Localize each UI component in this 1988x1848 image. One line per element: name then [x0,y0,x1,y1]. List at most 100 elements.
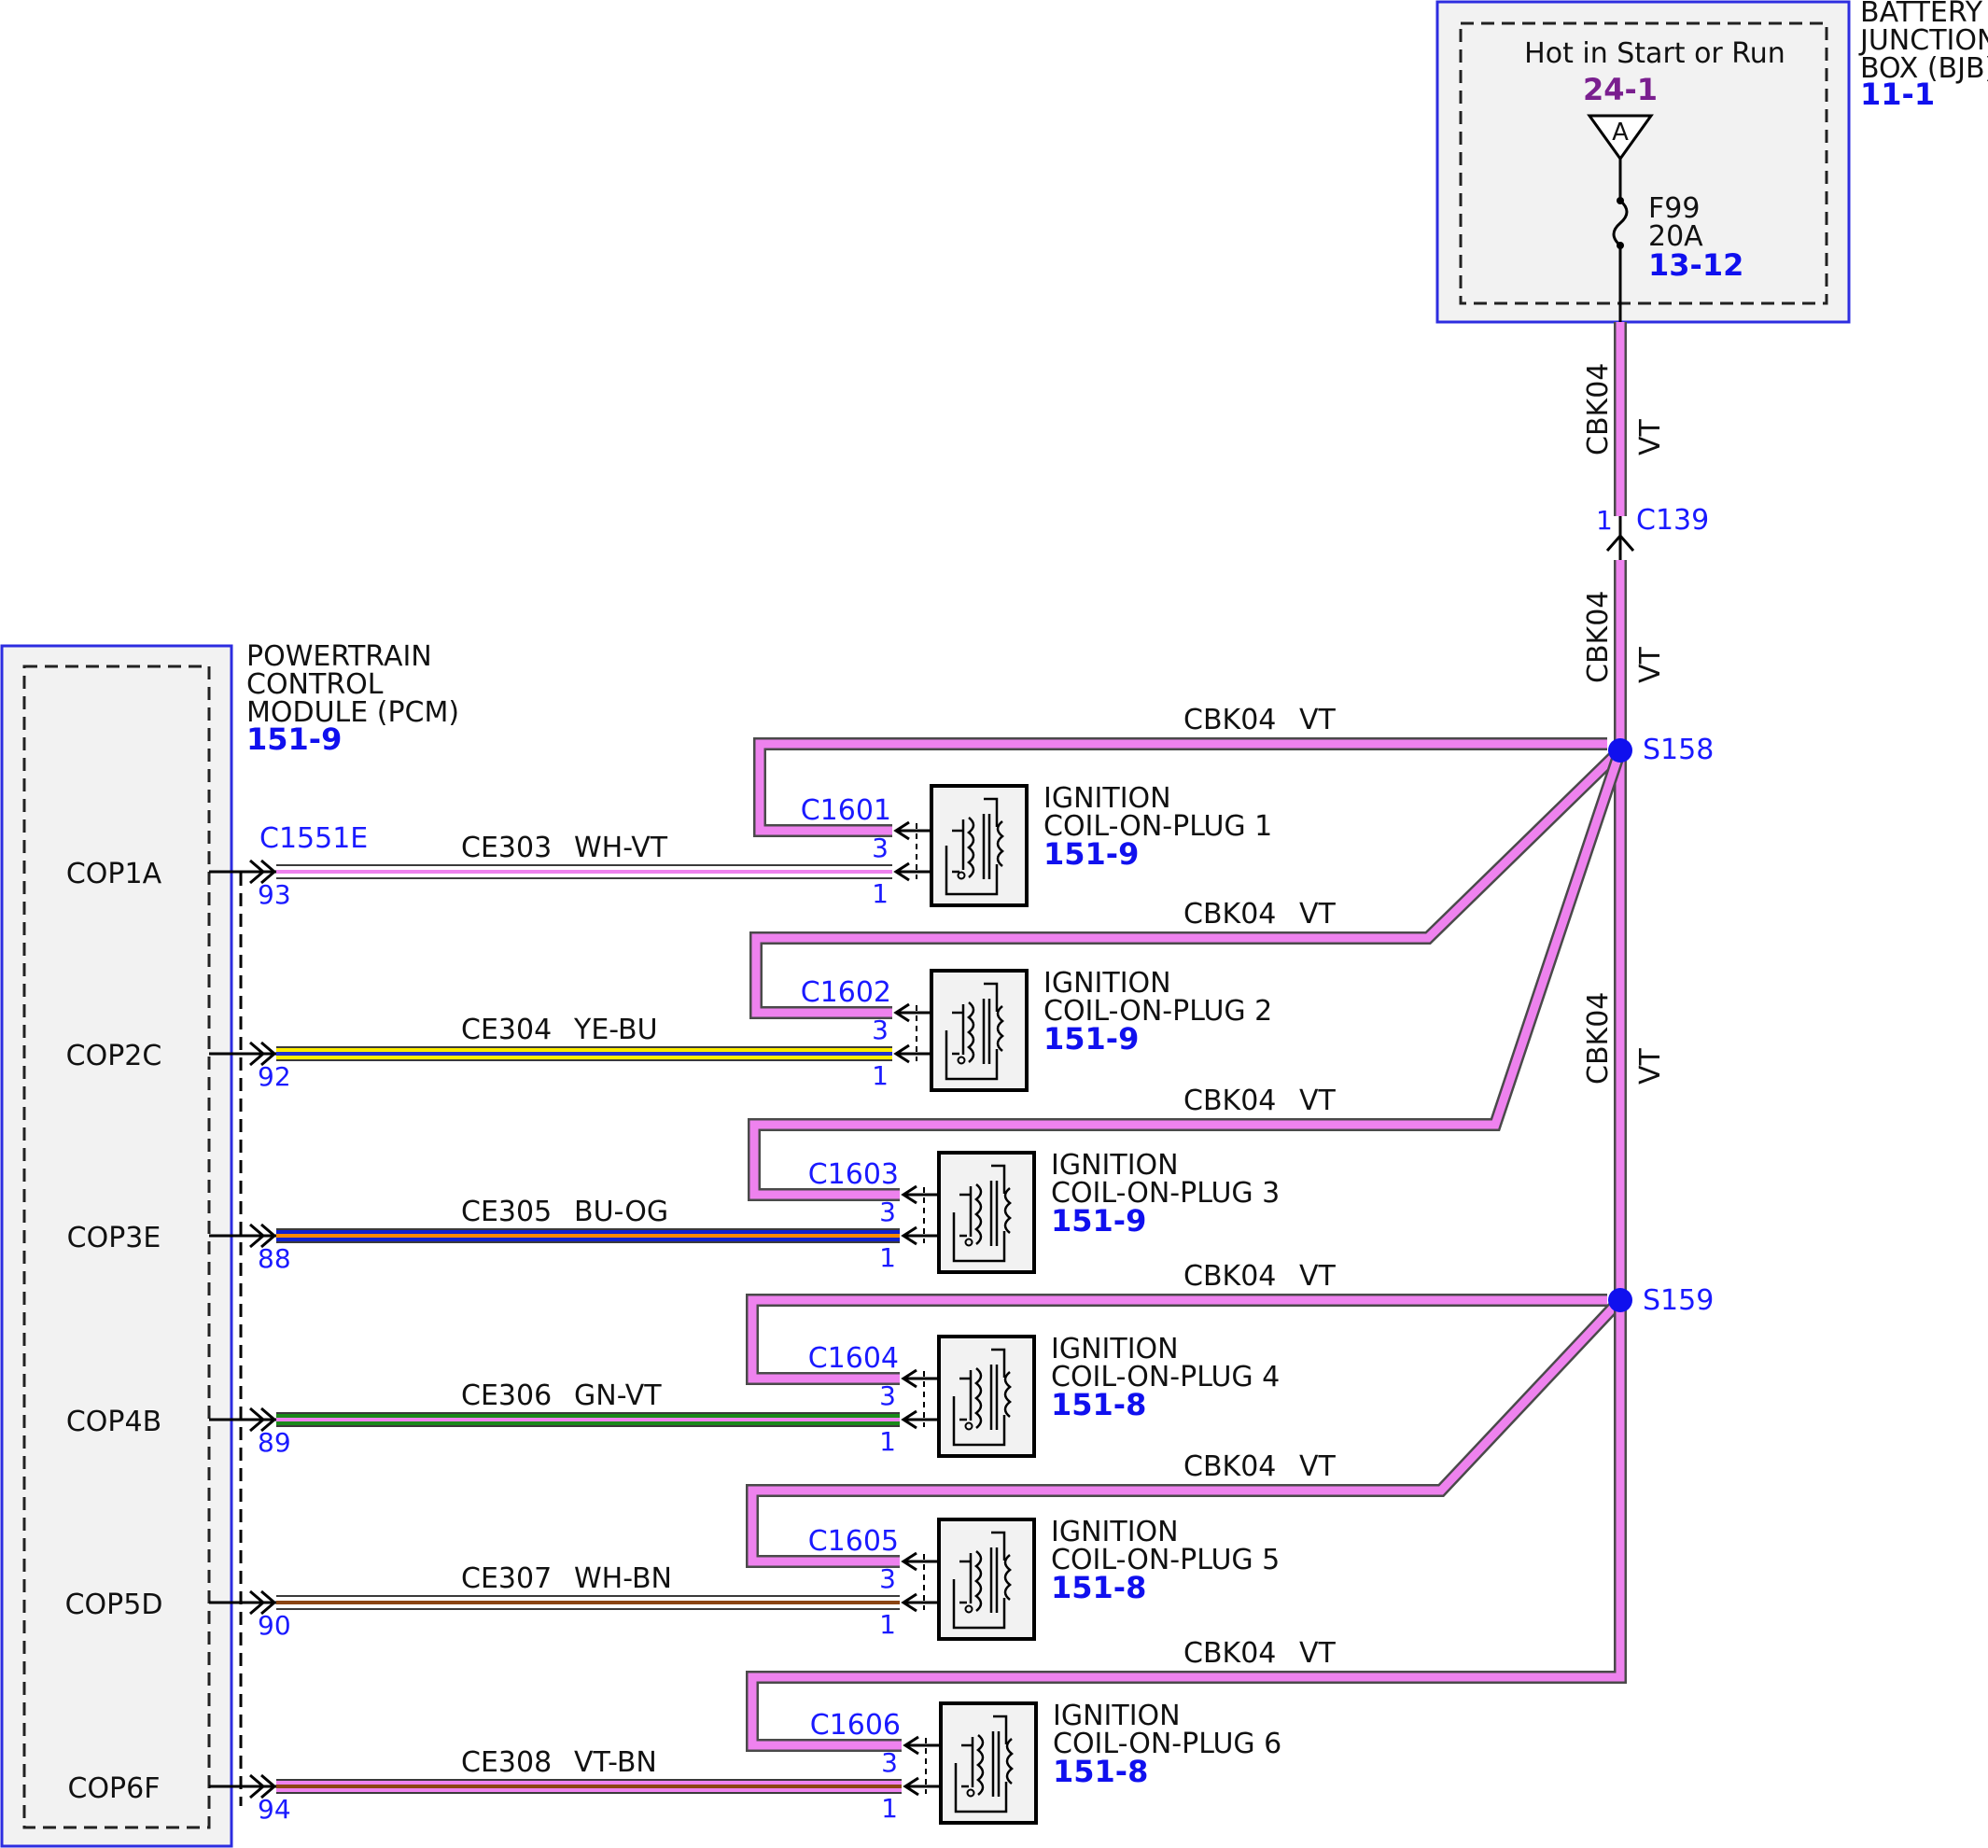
signal-circuit-label: CE306 [461,1379,552,1412]
pcm-pin-number: 90 [258,1610,291,1641]
coil-winding-icon [1003,1554,1012,1601]
coil-feed-wire [749,749,1625,1199]
coil-pin-number: 3 [881,1747,898,1778]
coil-primary-lead [952,819,965,874]
signal-wire-stripe [276,1785,902,1788]
coil-name-line: IGNITION [1053,1700,1181,1732]
coil-primary-lead [959,1186,973,1238]
coil-name-line: COIL-ON-PLUG 2 [1043,995,1272,1028]
signal-wire-stripe [276,1234,900,1238]
connector-arrow-icon [1605,533,1635,552]
pcm-pin-number: 89 [258,1427,291,1458]
signal-circuit-label: CE308 [461,1746,552,1779]
coil-terminal-icon [966,1788,975,1798]
coil-connector-label: C1604 [808,1342,899,1375]
coil-feed-color-label: VT [1299,1637,1337,1670]
bjb-inner-border [1459,21,1828,305]
coil-secondary-lead [954,1715,1008,1813]
coil-name-line: IGNITION [1051,1516,1179,1548]
coil-name-line: COIL-ON-PLUG 5 [1051,1544,1280,1576]
coil-name-line: COIL-ON-PLUG 4 [1051,1361,1280,1393]
coil-pin-number: 3 [872,1015,889,1045]
coil-feed-wire [755,739,1607,835]
coil-feed-circuit-label: CBK04 [1183,1085,1276,1117]
coil-feed-circuit-label: CBK04 [1183,1637,1276,1670]
coil-feed-wire [748,1295,1607,1383]
pcm-pin-label: COP2C [66,1040,162,1072]
fuse-rating: 20A [1648,220,1703,253]
coil-feed-color-label: VT [1299,1260,1337,1293]
coil-connector-label: C1602 [801,976,891,1009]
coil-pin-number: 3 [872,833,889,863]
coil-name-line: IGNITION [1051,1333,1179,1365]
coil-winding-icon [996,820,1004,867]
c139-label: C139 [1636,504,1709,537]
coil-ref: 151-8 [1053,1754,1148,1789]
connector-arrow-icon [249,1041,277,1067]
signal-color-label: BU-OG [574,1196,668,1228]
pcm-pin-label: COP5D [65,1589,163,1621]
coil-winding-icon [996,1005,1004,1052]
coil-winding-icon [967,817,975,878]
pcm-pin-label: COP4B [66,1406,161,1438]
coil-name-line: IGNITION [1051,1149,1179,1182]
coil-feed-color-label: VT [1299,1450,1337,1483]
coil-terminal-icon [957,871,966,880]
bjb-hot-ref: 24-1 [1583,72,1658,107]
pcm-name-line: MODULE (PCM) [246,696,459,729]
feed-circuit-label: CBK04 [1582,363,1615,455]
coil-feed-color-label: VT [1299,1085,1337,1117]
coil-secondary-lead [952,1164,1006,1263]
connector-arrow-icon [249,1589,277,1616]
fuse-ref: 13-12 [1648,247,1743,283]
coil-winding-icon [974,1550,983,1612]
pcm-pin-label: COP3E [67,1222,161,1254]
coil-feed-color-label: VT [1299,898,1337,931]
splice-label: S159 [1643,1284,1714,1317]
coil-secondary-lead [952,1531,1006,1630]
pcm-block: POWERTRAIN CONTROL MODULE (PCM) 151-9 C1… [0,640,459,1848]
coil-primary-lead [961,1737,974,1788]
coil-name-line: IGNITION [1043,967,1171,1000]
coil-pin-number: 3 [879,1197,896,1227]
coil-ref: 151-8 [1051,1570,1146,1605]
pcm-pin-label: COP6F [68,1772,161,1805]
fuse-name: F99 [1648,192,1700,225]
coil-winding-icon [974,1367,983,1429]
pcm-ref: 151-9 [246,721,342,757]
signal-color-label: YE-BU [573,1014,658,1046]
coil-winding-icon [1003,1371,1012,1418]
splice-s158-icon [1608,738,1632,763]
bjb-box [1435,0,1851,324]
signal-wire-stripe [276,870,892,874]
coil-connector-label: C1605 [808,1525,899,1558]
bjb-name-line: BATTERY [1860,0,1983,29]
coil-winding-icon [1005,1738,1014,1785]
signal-color-label: WH-VT [574,832,668,864]
signal-circuit-label: CE307 [461,1562,552,1595]
pcm-pin-number: 88 [258,1243,291,1274]
signal-color-label: WH-BN [574,1562,672,1595]
coil-feed-wire [748,1299,1625,1750]
coil-feed-wire [748,1296,1624,1566]
coil-terminal-icon [964,1238,973,1247]
coil-primary-lead [959,1553,973,1604]
coil-feed-circuit-label: CBK04 [1183,704,1276,736]
coil-ref: 151-9 [1043,836,1139,872]
coil-name-line: IGNITION [1043,782,1171,815]
signal-circuit-label: CE304 [461,1014,552,1046]
coil-feed-color-label: VT [1299,704,1337,736]
pcm-inner-border [22,665,211,1829]
triangle-letter: A [1612,119,1629,147]
feed-color-label: VT [1634,418,1667,455]
coil-pin-number: 3 [879,1380,896,1411]
coil-primary-lead [952,1004,965,1056]
signal-wire-stripe [276,1052,892,1056]
signal-color-label: GN-VT [574,1379,662,1412]
